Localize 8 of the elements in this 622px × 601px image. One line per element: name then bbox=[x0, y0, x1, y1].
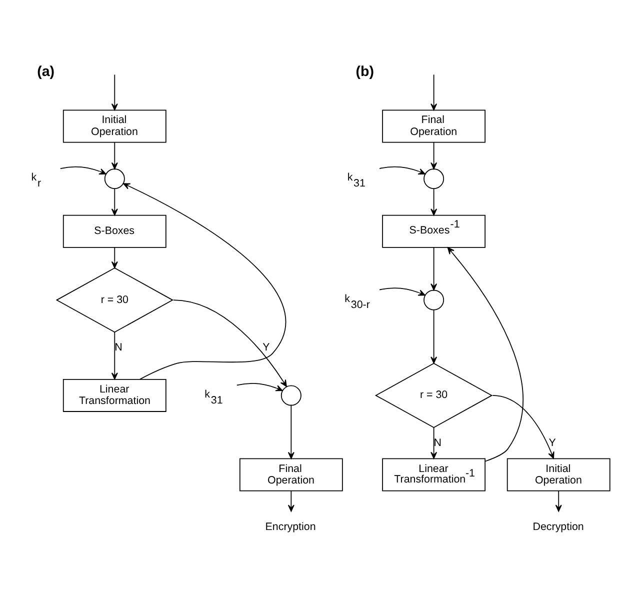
node-text: Decryption bbox=[532, 521, 584, 534]
node-text: Encryption bbox=[265, 521, 316, 534]
edge-label: Y bbox=[262, 342, 270, 354]
edge-label: Y bbox=[548, 436, 556, 449]
label: (b) bbox=[356, 64, 374, 80]
edge-label: N bbox=[114, 342, 122, 354]
edge-label: N bbox=[434, 436, 442, 449]
label: (a) bbox=[37, 64, 55, 80]
